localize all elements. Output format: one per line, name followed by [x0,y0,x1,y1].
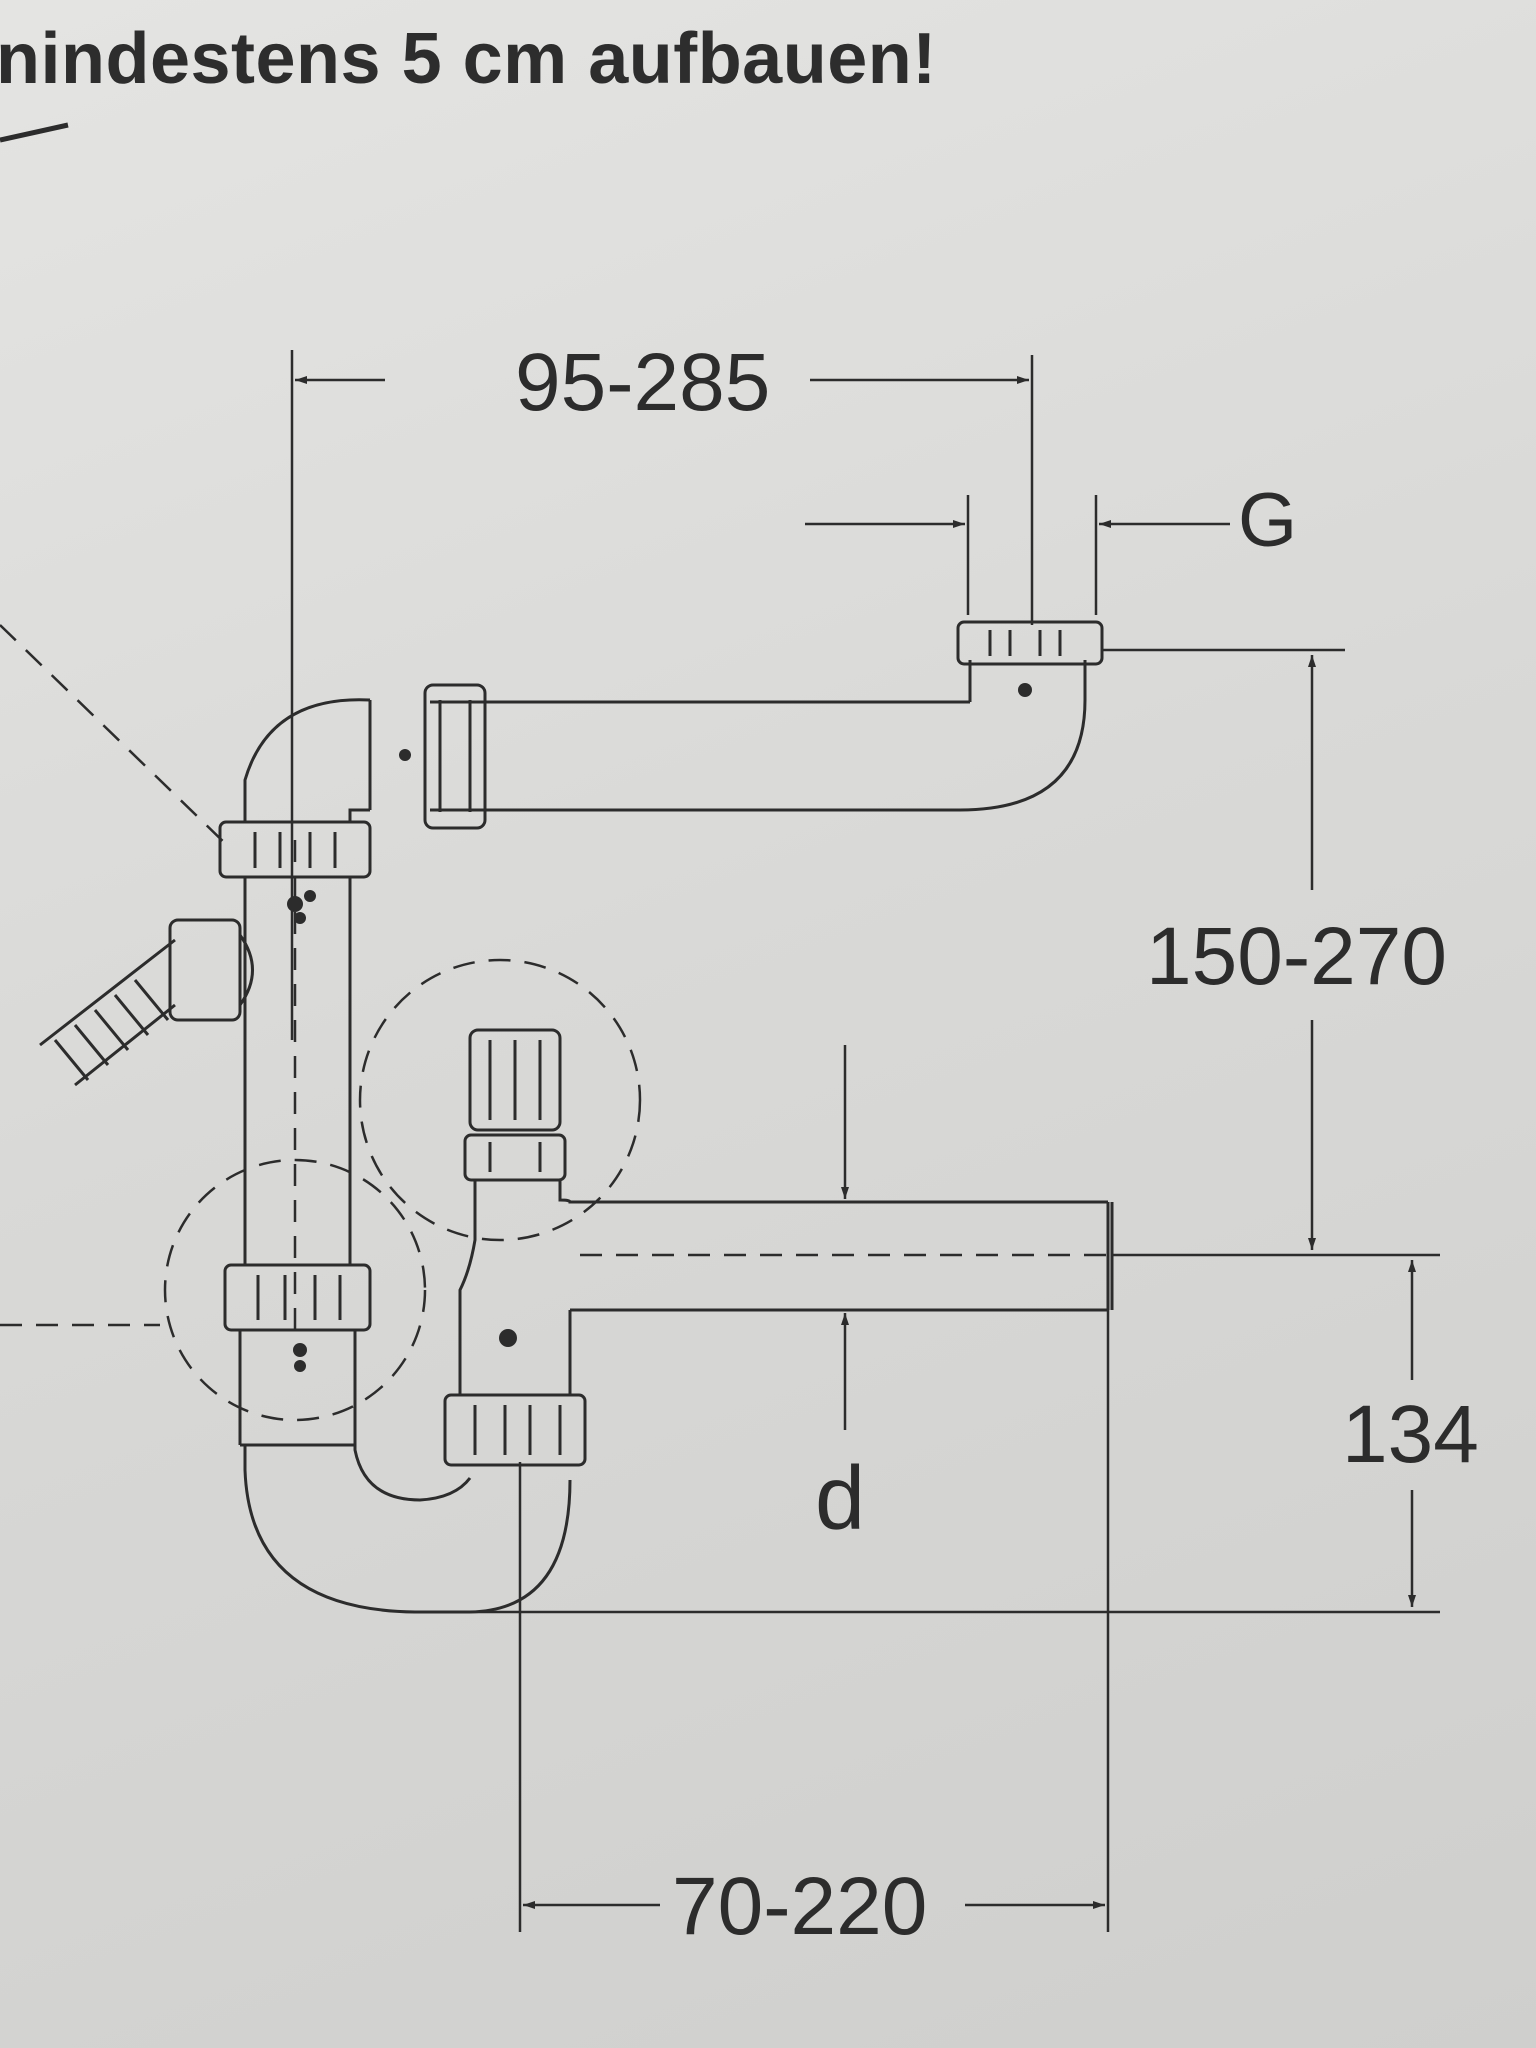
dimension-thread: G [1238,478,1298,563]
dimension-bottom-width: 70-220 [672,1861,928,1952]
vertical-pipe [243,877,352,1265]
heading-text: nindestens 5 cm aufbauen! [0,19,937,99]
upper-nut [218,820,372,879]
dimension-outlet-height: 134 [1342,1389,1479,1480]
header-stroke [0,122,69,143]
middle-nut [223,1263,372,1332]
upper-arm-pipe [243,620,1104,830]
trap-body [238,1330,572,1614]
dimension-top-width: 95-285 [515,337,771,428]
extension-lines [290,350,1440,1932]
stamp-marks [287,683,1032,1372]
dimension-height-range: 150-270 [1146,911,1447,1002]
side-hose-connector [39,918,254,1087]
dimension-lines [295,376,1416,1909]
overflow-cap [463,1028,567,1182]
lower-nut [443,1393,587,1467]
dimension-diameter: d [815,1449,866,1549]
outlet-pipe [458,1180,1114,1395]
dashed-guides [0,624,1110,1422]
